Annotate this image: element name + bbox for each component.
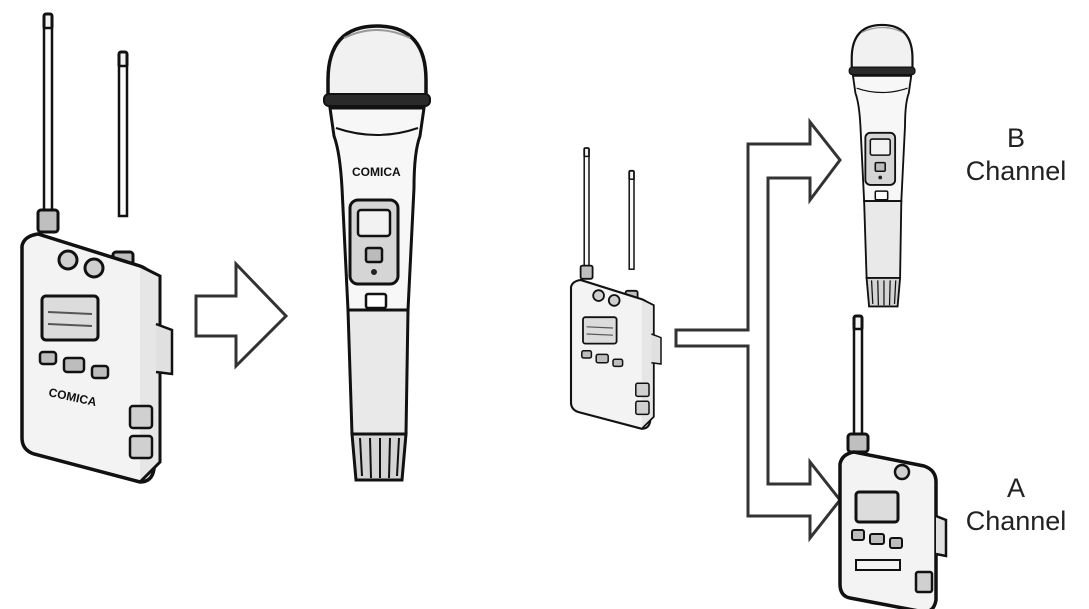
receiver-small [569,146,663,430]
transmitter-bodypack [838,314,948,609]
microphone-brand-label: COMICA [352,165,401,179]
arrow-right-icon [194,260,289,370]
channel-b-letter: B [1006,123,1025,153]
channel-a-word: Channel [965,505,1067,536]
microphone-small [848,23,917,308]
channel-a-label: A Channel [950,472,1082,538]
receiver-large: COMICA [20,12,174,484]
channel-b-label: B Channel [950,122,1082,188]
channel-b-word: Channel [965,155,1067,186]
branch-arrow [674,117,842,543]
channel-a-letter: A [1006,473,1025,503]
microphone-large: COMICA [322,24,432,482]
